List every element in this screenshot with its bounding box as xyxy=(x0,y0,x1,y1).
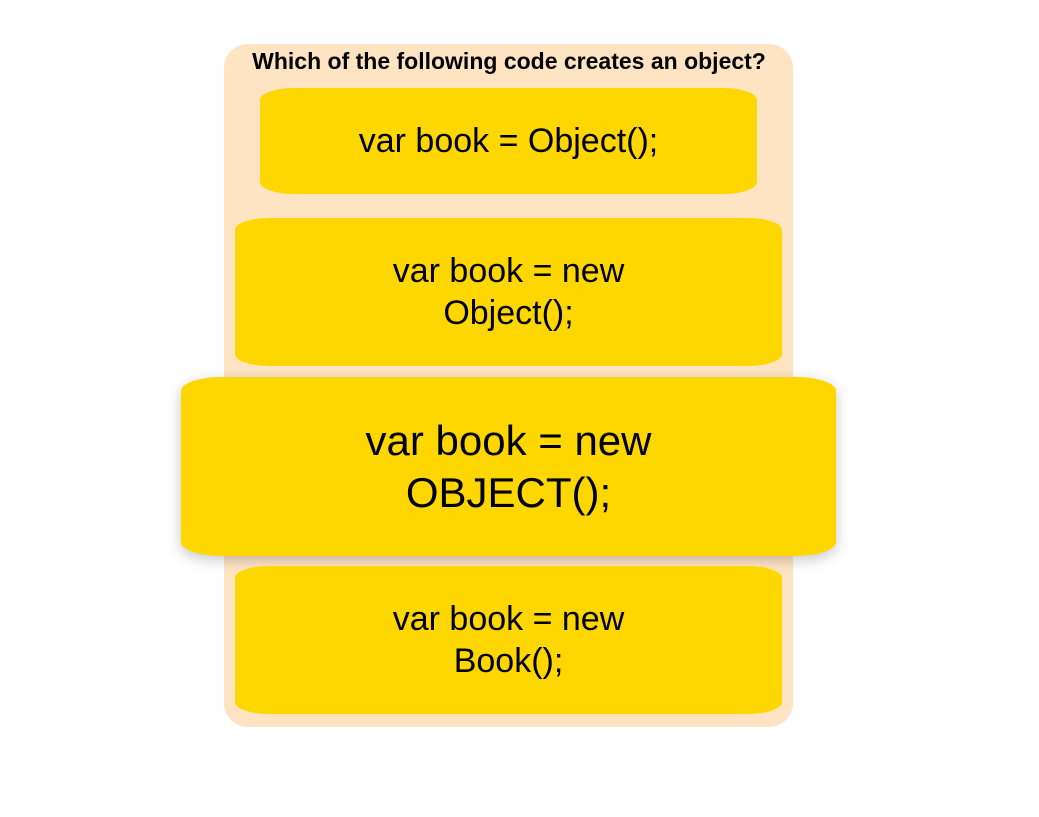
option-3-label: var book = new OBJECT(); xyxy=(365,416,652,516)
option-1-label: var book = Object(); xyxy=(358,122,659,160)
option-2[interactable]: var book = new Object(); xyxy=(235,218,782,366)
option-2-label: var book = new Object(); xyxy=(392,252,625,332)
option-1[interactable]: var book = Object(); xyxy=(260,88,757,194)
option-3[interactable]: var book = new OBJECT(); xyxy=(181,377,836,556)
option-4[interactable]: var book = new Book(); xyxy=(235,566,782,714)
question-text: Which of the following code creates an o… xyxy=(252,48,766,74)
option-4-label: var book = new Book(); xyxy=(392,600,625,680)
